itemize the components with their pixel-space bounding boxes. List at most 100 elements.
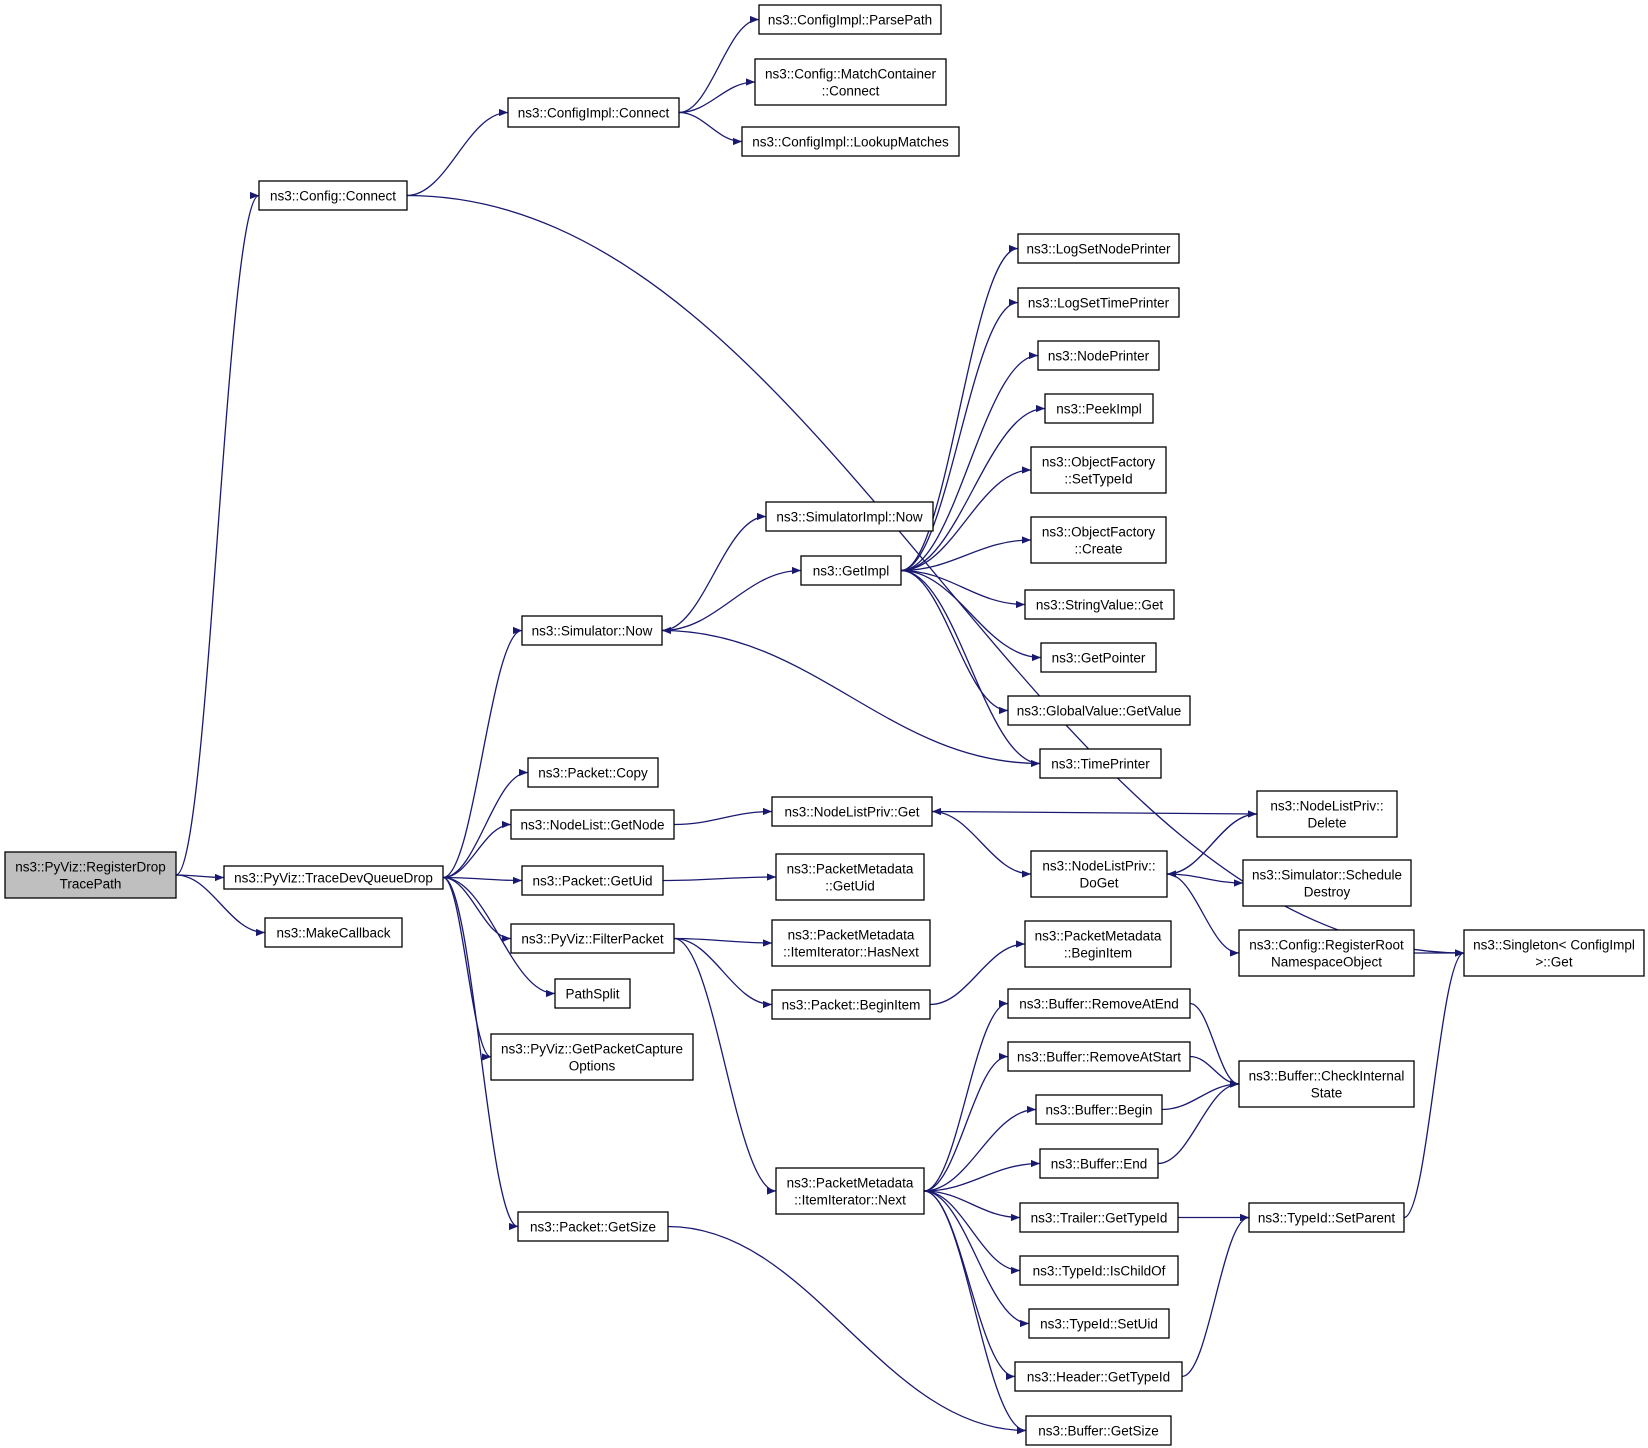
- node-objectfactory-settypeid[interactable]: ns3::ObjectFactory::SetTypeId: [1030, 446, 1167, 494]
- node-box[interactable]: [1025, 1415, 1172, 1446]
- node-box[interactable]: [741, 126, 960, 157]
- node-box[interactable]: [1037, 340, 1160, 371]
- node-box[interactable]: [1024, 589, 1175, 620]
- node-box[interactable]: [775, 1167, 925, 1215]
- node-itemiterator-next[interactable]: ns3::PacketMetadata::ItemIterator::Next: [775, 1167, 925, 1215]
- node-itemiterator-hasnext[interactable]: ns3::PacketMetadata::ItemIterator::HasNe…: [771, 919, 931, 967]
- node-packetmetadata-beginitem[interactable]: ns3::PacketMetadata::BeginItem: [1024, 920, 1172, 968]
- node-box[interactable]: [1238, 929, 1415, 977]
- node-box[interactable]: [510, 809, 675, 840]
- node-box[interactable]: [1007, 695, 1191, 726]
- node-box[interactable]: [258, 180, 408, 211]
- node-pathsplit[interactable]: PathSplit: [554, 978, 631, 1009]
- node-logsetnodeprinter[interactable]: ns3::LogSetNodePrinter: [1017, 233, 1180, 264]
- node-packetmetadata-getuid[interactable]: ns3::PacketMetadata::GetUid: [775, 853, 925, 901]
- node-box[interactable]: [1007, 988, 1191, 1019]
- node-objectfactory-create[interactable]: ns3::ObjectFactory::Create: [1030, 516, 1167, 564]
- node-box[interactable]: [1039, 1148, 1159, 1179]
- node-typeid-setuid[interactable]: ns3::TypeId::SetUid: [1028, 1308, 1170, 1339]
- node-buffer-removeatend[interactable]: ns3::Buffer::RemoveAtEnd: [1007, 988, 1191, 1019]
- node-buffer-begin[interactable]: ns3::Buffer::Begin: [1035, 1094, 1163, 1125]
- node-configimpl-parsepath[interactable]: ns3::ConfigImpl::ParsePath: [758, 4, 942, 35]
- node-configimpl-connect[interactable]: ns3::ConfigImpl::Connect: [507, 97, 680, 128]
- node-box[interactable]: [800, 555, 902, 586]
- node-box[interactable]: [1014, 1361, 1183, 1392]
- node-box[interactable]: [771, 796, 933, 827]
- node-logsettimeprinter[interactable]: ns3::LogSetTimePrinter: [1017, 287, 1180, 318]
- node-box[interactable]: [1044, 393, 1154, 424]
- node-simulator-now[interactable]: ns3::Simulator::Now: [521, 615, 663, 646]
- node-box[interactable]: [517, 1211, 669, 1242]
- node-box[interactable]: [758, 4, 942, 35]
- node-box[interactable]: [554, 978, 631, 1009]
- node-nodelistpriv-delete[interactable]: ns3::NodeListPriv::Delete: [1256, 790, 1398, 838]
- node-trailer-gettypeid[interactable]: ns3::Trailer::GetTypeId: [1019, 1202, 1179, 1233]
- node-box[interactable]: [771, 919, 931, 967]
- node-typeid-setparent[interactable]: ns3::TypeId::SetParent: [1248, 1202, 1405, 1233]
- node-box[interactable]: [490, 1033, 694, 1081]
- node-packet-beginitem[interactable]: ns3::Packet::BeginItem: [771, 989, 931, 1020]
- node-globalvalue-getvalue[interactable]: ns3::GlobalValue::GetValue: [1007, 695, 1191, 726]
- node-typeid-ischildof[interactable]: ns3::TypeId::IsChildOf: [1019, 1255, 1179, 1286]
- node-box[interactable]: [754, 58, 947, 106]
- node-nodelistpriv-get[interactable]: ns3::NodeListPriv::Get: [771, 796, 933, 827]
- node-nodelist-getnode[interactable]: ns3::NodeList::GetNode: [510, 809, 675, 840]
- node-makecallback[interactable]: ns3::MakeCallback: [264, 917, 403, 948]
- node-box[interactable]: [1030, 446, 1167, 494]
- node-matchcontainer-connect[interactable]: ns3::Config::MatchContainer::Connect: [754, 58, 947, 106]
- node-box[interactable]: [223, 865, 444, 890]
- node-box[interactable]: [1019, 1202, 1179, 1233]
- node-peekimpl[interactable]: ns3::PeekImpl: [1044, 393, 1154, 424]
- node-box[interactable]: [1238, 1060, 1415, 1108]
- node-box[interactable]: [1024, 920, 1172, 968]
- node-buffer-end[interactable]: ns3::Buffer::End: [1039, 1148, 1159, 1179]
- node-box[interactable]: [1035, 1094, 1163, 1125]
- node-buffer-removeatstart[interactable]: ns3::Buffer::RemoveAtStart: [1007, 1041, 1191, 1072]
- node-stringvalue-get[interactable]: ns3::StringValue::Get: [1024, 589, 1175, 620]
- node-config-connect[interactable]: ns3::Config::Connect: [258, 180, 408, 211]
- node-box[interactable]: [4, 851, 177, 899]
- node-tracedevqueuedrop[interactable]: ns3::PyViz::TraceDevQueueDrop: [223, 865, 444, 890]
- node-box[interactable]: [507, 97, 680, 128]
- node-nodeprinter[interactable]: ns3::NodePrinter: [1037, 340, 1160, 371]
- node-box[interactable]: [771, 989, 931, 1020]
- node-packet-getsize[interactable]: ns3::Packet::GetSize: [517, 1211, 669, 1242]
- node-box[interactable]: [1019, 1255, 1179, 1286]
- node-simulatorimpl-now[interactable]: ns3::SimulatorImpl::Now: [765, 501, 934, 532]
- node-packet-getuid[interactable]: ns3::Packet::GetUid: [521, 865, 664, 896]
- node-box[interactable]: [1030, 850, 1168, 898]
- node-box[interactable]: [1017, 233, 1180, 264]
- node-getimpl[interactable]: ns3::GetImpl: [800, 555, 902, 586]
- node-box[interactable]: [1242, 859, 1412, 907]
- node-getpointer[interactable]: ns3::GetPointer: [1040, 642, 1157, 673]
- node-box[interactable]: [1028, 1308, 1170, 1339]
- node-box[interactable]: [1248, 1202, 1405, 1233]
- node-box[interactable]: [510, 923, 675, 954]
- node-box[interactable]: [1030, 516, 1167, 564]
- node-box[interactable]: [1017, 287, 1180, 318]
- node-box[interactable]: [264, 917, 403, 948]
- node-box[interactable]: [775, 853, 925, 901]
- node-packet-copy[interactable]: ns3::Packet::Copy: [527, 757, 659, 788]
- node-timeprinter[interactable]: ns3::TimePrinter: [1039, 748, 1162, 779]
- node-box[interactable]: [1040, 642, 1157, 673]
- node-buffer-getsize[interactable]: ns3::Buffer::GetSize: [1025, 1415, 1172, 1446]
- node-nodelistpriv-doget[interactable]: ns3::NodeListPriv::DoGet: [1030, 850, 1168, 898]
- node-box[interactable]: [765, 501, 934, 532]
- node-box[interactable]: [1007, 1041, 1191, 1072]
- node-singleton-get[interactable]: ns3::Singleton< ConfigImpl >::Get: [1463, 929, 1645, 977]
- node-box[interactable]: [1039, 748, 1162, 779]
- node-box[interactable]: [1463, 929, 1645, 977]
- node-configimpl-lookupmatches[interactable]: ns3::ConfigImpl::LookupMatches: [741, 126, 960, 157]
- node-box[interactable]: [521, 615, 663, 646]
- node-box[interactable]: [521, 865, 664, 896]
- node-box[interactable]: [527, 757, 659, 788]
- node-header-gettypeid[interactable]: ns3::Header::GetTypeId: [1014, 1361, 1183, 1392]
- node-box[interactable]: [1256, 790, 1398, 838]
- node-filterpacket[interactable]: ns3::PyViz::FilterPacket: [510, 923, 675, 954]
